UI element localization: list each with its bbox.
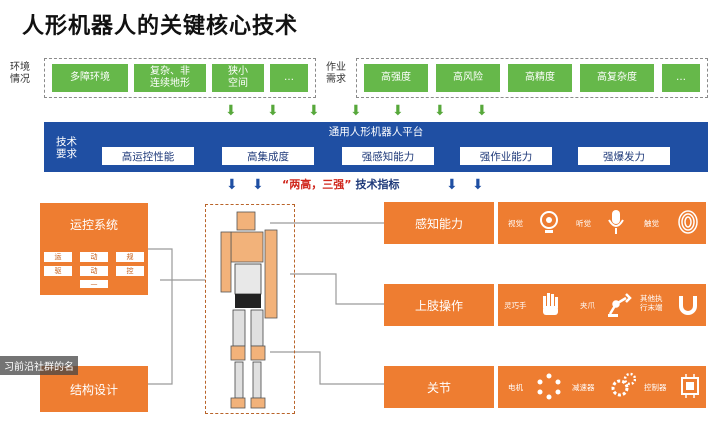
overlay-caption: 习前沿社群的名 [0,356,78,375]
arrow-down-icon: ⬇ [476,103,488,119]
demand-item: 高强度 [364,64,428,92]
magnet-icon [676,290,700,318]
indicator-text: “两高，三强”技术指标 [282,176,399,192]
demand-group [356,58,708,98]
hand-icon [538,290,562,318]
demand-label-line2: 需求 [326,74,346,85]
platform-requirement: 高集成度 [222,147,314,165]
joint-panel [498,366,706,408]
indicator-quoted: “两高，三强” [282,178,352,191]
humanoid-robot-icon [220,211,278,409]
env-item: 狭小 空间 [212,64,264,92]
env-group [44,58,316,98]
perception-item: 视觉 [508,219,523,228]
arrow-down-icon: ⬇ [434,103,446,119]
perception-title: 感知能力 [414,216,463,231]
motion-cell: 规 [116,252,144,262]
motor-icon [536,372,562,400]
demand-item: 高复杂度 [580,64,654,92]
platform-requirement: 强感知能力 [342,147,434,165]
robot-arm-icon [606,290,632,318]
platform-requirement: 高运控性能 [102,147,194,165]
motion-cell: 动 [80,252,108,262]
indicator-suffix: 技术指标 [355,178,400,191]
joint-item: 控制器 [644,383,667,392]
joint-title: 关节 [426,380,451,395]
arrow-down-icon: ⬇ [350,103,362,119]
motion-control-panel [40,203,148,295]
fingerprint-icon [676,208,700,236]
platform-requirement: 强作业能力 [460,147,552,165]
joint-box: 关节 [384,366,494,408]
motion-cell: 运 [44,252,72,262]
platform-label: 技术 要求 [56,136,77,160]
manipulation-item: 夹爪 [580,301,595,310]
page-title: 人形机器人的关键核心技术 [22,14,299,39]
camera-icon [536,208,562,236]
arrow-down-icon: ⬇ [225,103,237,119]
motion-cell: 驱 [44,266,72,276]
arrow-down-icon: ⬇ [267,103,279,119]
demand-label: 作业 需求 [326,62,346,86]
platform-label-line2: 要求 [56,148,77,160]
structure-design-title: 结构设计 [69,382,118,397]
chip-icon [678,372,702,400]
manipulation-title: 上肢操作 [414,298,463,313]
platform-label-line1: 技术 [56,136,77,148]
perception-item: 听觉 [576,219,591,228]
platform-title: 通用人形机器人平台 [328,126,424,138]
gears-icon [610,372,637,400]
arrow-down-icon: ⬇ [392,103,404,119]
motion-cell: 控 [116,266,144,276]
arrow-down-icon: ⬇ [446,177,458,193]
arrow-down-icon: ⬇ [308,103,320,119]
env-item: 复杂、非 连续地形 [134,64,206,92]
microphone-icon [606,208,626,236]
platform-requirement: 强爆发力 [578,147,670,165]
motion-cell: — [80,280,108,288]
arrow-down-icon: ⬇ [226,177,238,193]
demand-item: 高精度 [508,64,572,92]
perception-box: 感知能力 [384,202,494,244]
robot-frame [205,204,295,414]
env-item: 多障环境 [52,64,128,92]
manipulation-item: 灵巧手 [504,301,527,310]
joint-item: 减速器 [572,383,595,392]
manipulation-box: 上肢操作 [384,284,494,326]
demand-item: 高风险 [436,64,500,92]
demand-item: … [662,64,700,92]
env-label-line1: 环境 [10,62,30,73]
demand-label-line1: 作业 [326,62,346,73]
env-label-line2: 情况 [10,74,30,85]
motion-control-title: 运控系统 [69,218,118,232]
arrow-down-icon: ⬇ [252,177,264,193]
env-item: … [270,64,308,92]
manipulation-panel [498,284,706,326]
motion-cell: 动 [80,266,108,276]
manipulation-item: 其他执 行末端 [640,294,663,312]
perception-panel [498,202,706,244]
arrow-down-icon: ⬇ [472,177,484,193]
env-label: 环境 情况 [10,62,30,86]
joint-item: 电机 [508,383,523,392]
perception-item: 触觉 [644,219,659,228]
